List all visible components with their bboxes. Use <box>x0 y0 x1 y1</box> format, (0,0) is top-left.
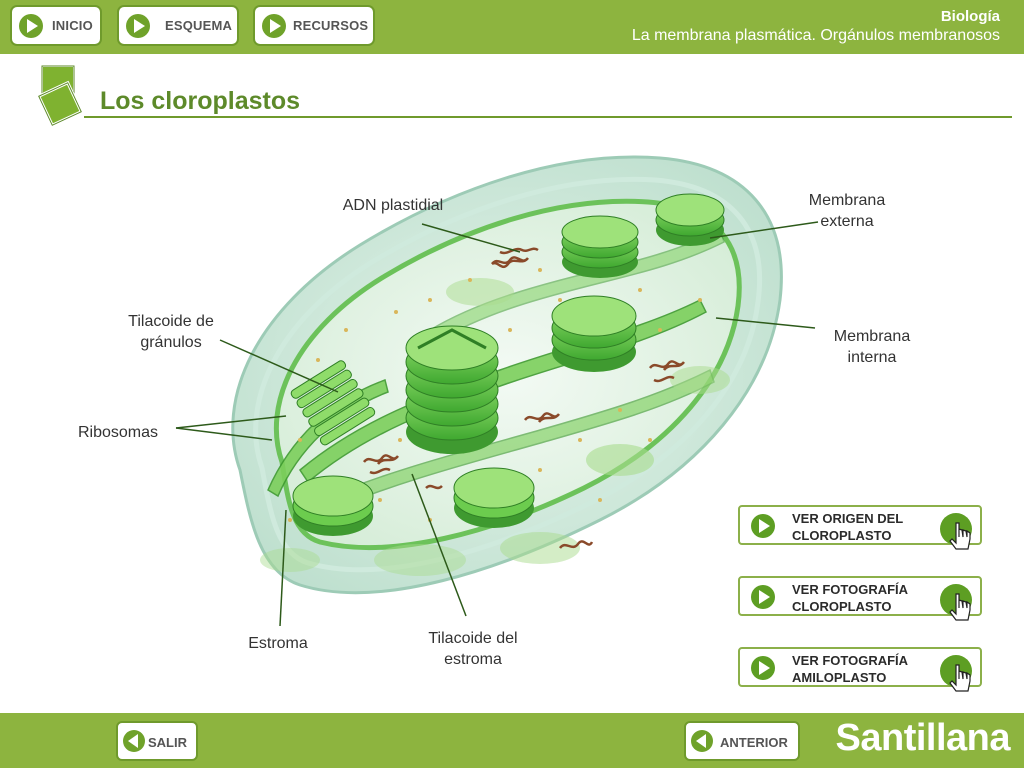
grana <box>260 193 730 576</box>
resource-label: VER FOTOGRAFÍA CLOROPLASTO <box>792 582 909 614</box>
nav-inicio-button[interactable]: INICIO <box>10 5 102 46</box>
salir-label: SALIR <box>148 735 187 750</box>
label-estroma: Estroma <box>248 635 308 652</box>
label-tilacoide-estroma-2: estroma <box>444 651 502 668</box>
ribosomes <box>288 268 702 522</box>
chloroplast-diagram: ADN plastidial Membrana externa Membrana… <box>78 155 911 668</box>
dna-clusters <box>363 247 685 549</box>
subject-title: Biología <box>940 8 1000 25</box>
anterior-label: ANTERIOR <box>720 735 788 750</box>
nav-recursos-button[interactable]: RECURSOS <box>253 5 375 46</box>
topic-title: La membrana plasmática. Orgánulos membra… <box>631 27 1000 44</box>
santillana-logo: Santillana <box>835 717 1011 759</box>
label-tilacoide-granulos-2: gránulos <box>140 334 201 351</box>
nav-esquema-label: ESQUEMA <box>165 18 233 33</box>
anterior-button[interactable]: ANTERIOR <box>684 721 800 761</box>
play-icon <box>19 13 43 38</box>
salir-button[interactable]: SALIR <box>116 721 198 761</box>
label-adn-plastidial: ADN plastidial <box>343 197 443 214</box>
back-arrow-icon <box>123 730 145 752</box>
section-icon <box>36 65 84 128</box>
label-membrana-interna-2: interna <box>848 349 897 366</box>
nav-esquema-button[interactable]: ESQUEMA <box>117 5 239 46</box>
label-membrana-interna-1: Membrana <box>834 328 911 345</box>
back-arrow-icon <box>691 730 713 752</box>
hand-pointer-icon <box>940 584 972 621</box>
label-membrana-externa-1: Membrana <box>809 192 886 209</box>
play-icon <box>751 514 775 538</box>
label-tilacoide-granulos-1: Tilacoide de <box>128 313 214 330</box>
play-icon <box>262 13 286 38</box>
hand-pointer-icon <box>940 513 972 550</box>
ver-fotografia-amiloplasto-button[interactable]: VER FOTOGRAFÍA AMILOPLASTO <box>738 647 982 692</box>
page-title: Los cloroplastos <box>100 87 301 115</box>
label-ribosomas: Ribosomas <box>78 424 158 441</box>
label-membrana-externa-2: externa <box>820 213 873 230</box>
resource-label: VER FOTOGRAFÍA AMILOPLASTO <box>792 653 909 685</box>
ver-origen-cloroplasto-button[interactable]: VER ORIGEN DEL CLOROPLASTO <box>738 505 982 550</box>
resource-label: VER ORIGEN DEL CLOROPLASTO <box>792 511 904 543</box>
label-tilacoide-estroma-1: Tilacoide del <box>428 630 517 647</box>
title-underline <box>84 116 1012 118</box>
play-icon <box>751 656 775 680</box>
bottom-bar: SALIR ANTERIOR Santillana <box>0 713 1024 768</box>
nav-inicio-label: INICIO <box>52 18 93 33</box>
top-bar: INICIO ESQUEMA RECURSOS Biología La memb… <box>0 0 1024 54</box>
play-icon <box>751 585 775 609</box>
play-icon <box>126 13 150 38</box>
hand-pointer-icon <box>940 655 972 692</box>
ver-fotografia-cloroplasto-button[interactable]: VER FOTOGRAFÍA CLOROPLASTO <box>738 576 982 621</box>
nav-recursos-label: RECURSOS <box>293 18 369 33</box>
leader-lines <box>175 221 819 627</box>
